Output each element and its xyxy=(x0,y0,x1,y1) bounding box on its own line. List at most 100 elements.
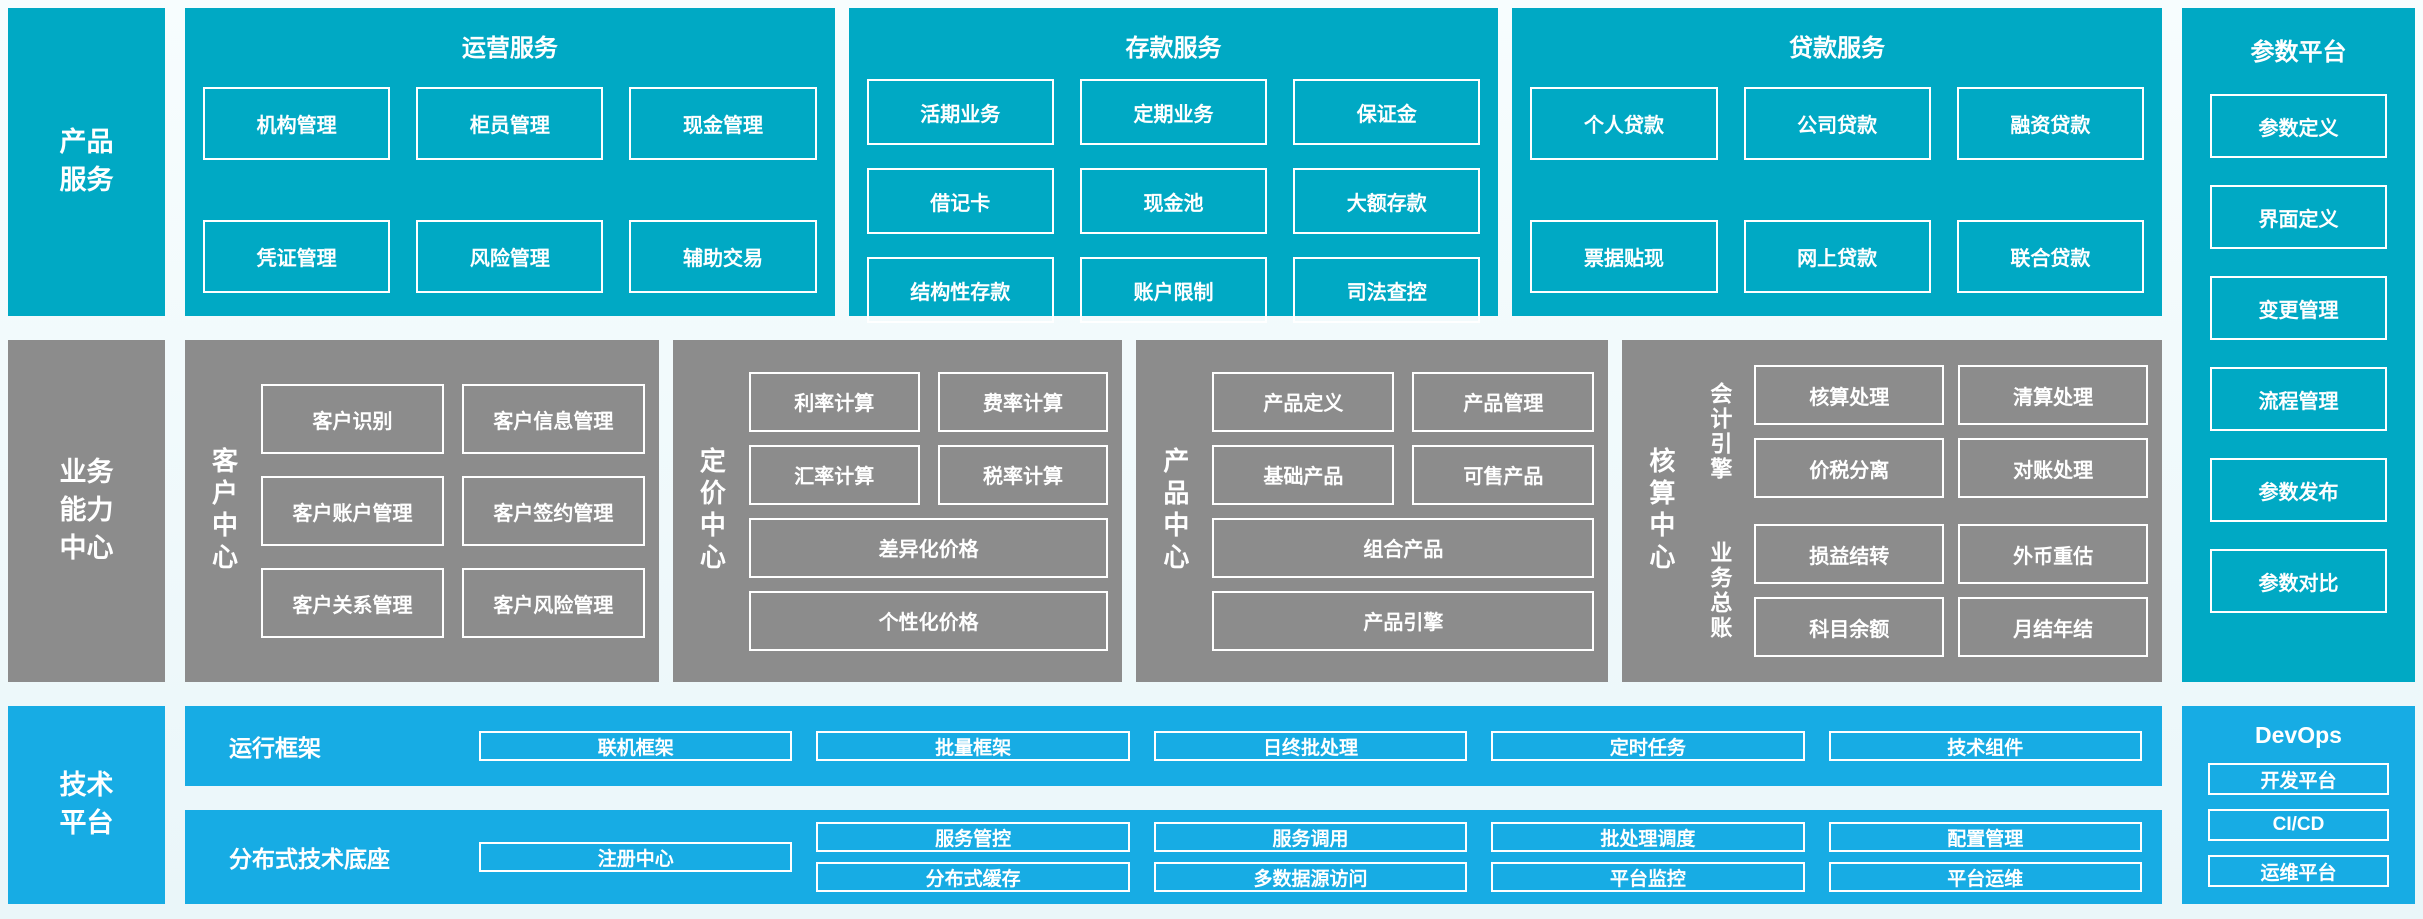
diagram-box: 产品引擎 xyxy=(1212,590,1595,651)
panel-accounting-center: 核算中心 会计引擎 核算处理 清算处理 价税分离 对账处理 业务总账 损益结转 … xyxy=(1622,340,2162,682)
diagram-box: 流程管理 xyxy=(2210,367,2387,431)
diagram-box: 批处理调度 xyxy=(1491,822,1805,852)
diagram-box: 参数发布 xyxy=(2210,458,2387,522)
diagram-box: 多数据源访问 xyxy=(1153,862,1468,892)
diagram-box: 清算处理 xyxy=(1958,365,2148,425)
diagram-box: 可售产品 xyxy=(1412,444,1595,505)
diagram-box: 司法查控 xyxy=(1293,257,1481,323)
diagram-box: 界面定义 xyxy=(2210,185,2387,249)
section-deposit-services: 存款服务 活期业务 定期业务 保证金 借记卡 现金池 大额存款 结构性存款 账户… xyxy=(848,8,1499,323)
diagram-box: 批量框架 xyxy=(816,731,1130,761)
diagram-box: 大额存款 xyxy=(1293,168,1481,234)
section-title: 运营服务 xyxy=(461,35,558,62)
rail-technology-platform: 技术 平台 xyxy=(8,706,165,904)
panel-vertical-label: 产品中心 xyxy=(1159,447,1190,575)
accounting-engine-group: 会计引擎 核算处理 清算处理 价税分离 对账处理 xyxy=(1698,365,2148,498)
diagram-box: 价税分离 xyxy=(1754,438,1945,498)
diagram-box: 客户信息管理 xyxy=(461,384,645,454)
operation-services-grid: 机构管理 柜员管理 现金管理 凭证管理 风险管理 辅助交易 xyxy=(203,87,817,293)
diagram-box: 辅助交易 xyxy=(629,220,817,293)
diagram-box: 参数对比 xyxy=(2210,549,2387,613)
diagram-box: 融资贷款 xyxy=(1956,87,2144,160)
loan-services-grid: 个人贷款 公司贷款 融资贷款 票据贴现 网上贷款 联合贷款 xyxy=(1530,87,2144,293)
diagram-box: 注册中心 xyxy=(479,842,793,872)
diagram-box: 差异化价格 xyxy=(748,517,1109,578)
panel-parameter-platform: 参数平台 参数定义 界面定义 变更管理 流程管理 参数发布 参数对比 xyxy=(2182,8,2415,682)
rail-business-capability-center: 业务 能力 中心 xyxy=(8,340,165,682)
band-distributed-base: 分布式技术底座 注册中心 服务管控 服务调用 批处理调度 配置管理 分布式缓存 … xyxy=(185,810,2162,904)
diagram-box: 客户识别 xyxy=(261,384,444,454)
diagram-box: 结构性存款 xyxy=(866,257,1054,323)
diagram-box: 服务管控 xyxy=(816,822,1130,852)
diagram-box: 客户关系管理 xyxy=(261,568,444,638)
diagram-box: 分布式缓存 xyxy=(816,862,1130,892)
business-ledger-group: 业务总账 损益结转 外币重估 科目余额 月结年结 xyxy=(1698,524,2148,657)
diagram-box: 产品管理 xyxy=(1412,371,1595,432)
panel-customer-center: 客户中心 客户识别 客户信息管理 客户账户管理 客户签约管理 客户关系管理 客户… xyxy=(185,340,659,682)
diagram-box: 定期业务 xyxy=(1079,79,1268,145)
group-vertical-label: 业务总账 xyxy=(1707,540,1733,641)
panel-vertical-label: 客户中心 xyxy=(208,447,239,575)
section-title: DevOps xyxy=(2255,722,2342,748)
diagram-box: 联合贷款 xyxy=(1956,220,2144,293)
diagram-box: 损益结转 xyxy=(1754,524,1945,584)
rail-product-services: 产品 服务 xyxy=(8,8,165,316)
section-title: 存款服务 xyxy=(1125,35,1222,62)
diagram-box: 客户账户管理 xyxy=(261,476,444,546)
diagram-box: 运维平台 xyxy=(2208,855,2389,887)
diagram-box: 科目余额 xyxy=(1754,597,1945,657)
section-operation-services: 运营服务 机构管理 柜员管理 现金管理 凭证管理 风险管理 辅助交易 xyxy=(185,8,835,316)
diagram-box: CI/CD xyxy=(2208,809,2389,841)
diagram-box: 网上贷款 xyxy=(1743,220,1931,293)
diagram-box: 活期业务 xyxy=(866,79,1054,145)
diagram-box: 公司贷款 xyxy=(1743,87,1931,160)
diagram-box: 税率计算 xyxy=(937,444,1109,505)
diagram-box: 个人贷款 xyxy=(1530,87,1718,160)
diagram-box: 基础产品 xyxy=(1212,444,1395,505)
diagram-box: 票据贴现 xyxy=(1530,220,1718,293)
diagram-box: 组合产品 xyxy=(1212,517,1595,578)
diagram-box: 平台运维 xyxy=(1828,862,2142,892)
diagram-box: 参数定义 xyxy=(2210,94,2387,158)
panel-pricing-center: 定价中心 利率计算 费率计算 汇率计算 税率计算 差异化价格 个性化价格 xyxy=(672,340,1123,682)
diagram-box: 日终批处理 xyxy=(1153,731,1468,761)
diagram-box: 风险管理 xyxy=(416,220,604,293)
customer-center-grid: 客户识别 客户信息管理 客户账户管理 客户签约管理 客户关系管理 客户风险管理 xyxy=(261,356,645,666)
diagram-box: 对账处理 xyxy=(1958,438,2148,498)
diagram-box: 利率计算 xyxy=(748,371,920,432)
diagram-box: 开发平台 xyxy=(2208,763,2389,795)
diagram-box: 现金池 xyxy=(1079,168,1268,234)
diagram-box: 变更管理 xyxy=(2210,276,2387,340)
band-label: 分布式技术底座 xyxy=(229,846,390,872)
accounting-groups: 会计引擎 核算处理 清算处理 价税分离 对账处理 业务总账 损益结转 外币重估 … xyxy=(1698,356,2148,666)
diagram-box: 柜员管理 xyxy=(416,87,604,160)
diagram-box: 凭证管理 xyxy=(203,220,391,293)
panel-vertical-label: 核算中心 xyxy=(1645,447,1676,575)
pricing-center-grid: 利率计算 费率计算 汇率计算 税率计算 差异化价格 个性化价格 xyxy=(748,356,1109,666)
diagram-box: 核算处理 xyxy=(1754,365,1945,425)
diagram-box: 配置管理 xyxy=(1828,822,2142,852)
diagram-box: 月结年结 xyxy=(1958,597,2148,657)
diagram-box: 费率计算 xyxy=(937,371,1109,432)
diagram-box: 联机框架 xyxy=(479,731,793,761)
diagram-box: 保证金 xyxy=(1293,79,1481,145)
diagram-box: 账户限制 xyxy=(1079,257,1268,323)
product-center-grid: 产品定义 产品管理 基础产品 可售产品 组合产品 产品引擎 xyxy=(1212,356,1595,666)
top-services-row: 运营服务 机构管理 柜员管理 现金管理 凭证管理 风险管理 辅助交易 存款服务 … xyxy=(185,8,2163,323)
panel-vertical-label: 定价中心 xyxy=(696,447,727,575)
band-runtime-framework: 运行框架 联机框架 批量框架 日终批处理 定时任务 技术组件 xyxy=(185,706,2162,786)
panel-devops: DevOps 开发平台 CI/CD 运维平台 xyxy=(2182,706,2415,904)
section-loan-services: 贷款服务 个人贷款 公司贷款 融资贷款 票据贴现 网上贷款 联合贷款 xyxy=(1512,8,2163,316)
diagram-box: 现金管理 xyxy=(629,87,817,160)
diagram-box: 客户风险管理 xyxy=(461,568,645,638)
diagram-box: 定时任务 xyxy=(1491,731,1805,761)
diagram-box: 外币重估 xyxy=(1958,524,2148,584)
diagram-box: 借记卡 xyxy=(866,168,1054,234)
diagram-box: 产品定义 xyxy=(1212,371,1395,432)
diagram-box: 技术组件 xyxy=(1828,731,2142,761)
diagram-box: 汇率计算 xyxy=(748,444,920,505)
diagram-box: 客户签约管理 xyxy=(461,476,645,546)
capability-centers-row: 客户中心 客户识别 客户信息管理 客户账户管理 客户签约管理 客户关系管理 客户… xyxy=(185,340,2162,682)
group-vertical-label: 会计引擎 xyxy=(1707,381,1733,482)
